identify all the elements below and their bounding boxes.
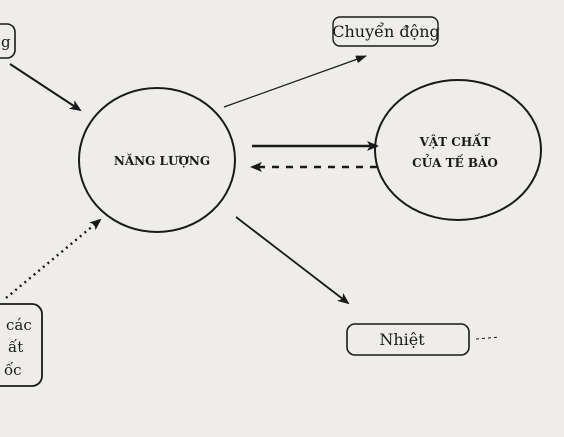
left-bottom-fragment-line3: ốc — [4, 361, 22, 379]
motion-node-label: Chuyển động — [332, 22, 440, 41]
left-bottom-fragment-line2: ất — [8, 338, 23, 356]
arrow-fragment-to-energy — [9, 63, 82, 112]
left-top-fragment-box: g — [0, 23, 16, 59]
left-bottom-fragment-line1: các — [6, 316, 32, 334]
energy-node-label: NĂNG LƯỢNG — [114, 152, 210, 168]
energy-node: NĂNG LƯỢNG — [78, 87, 236, 233]
arrow-energy-to-motion — [223, 55, 367, 108]
cell-matter-node-line2: CỦA TẾ BÀO — [412, 153, 498, 170]
arrow-energy-to-heat — [235, 216, 350, 305]
arrow-bottom-fragment-to-energy — [5, 218, 102, 299]
cell-matter-node-line1: VẬT CHẤT — [419, 132, 491, 149]
motion-node: Chuyển động — [332, 16, 440, 47]
heat-node: Nhiệt — [346, 323, 470, 356]
cell-matter-node: VẬT CHẤT CỦA TẾ BÀO — [374, 79, 542, 221]
left-bottom-fragment-box: các ất ốc — [0, 303, 43, 387]
heat-trailing-mark — [475, 336, 501, 340]
heat-node-label: Nhiệt — [379, 330, 425, 349]
left-top-fragment-label: g — [1, 33, 11, 51]
